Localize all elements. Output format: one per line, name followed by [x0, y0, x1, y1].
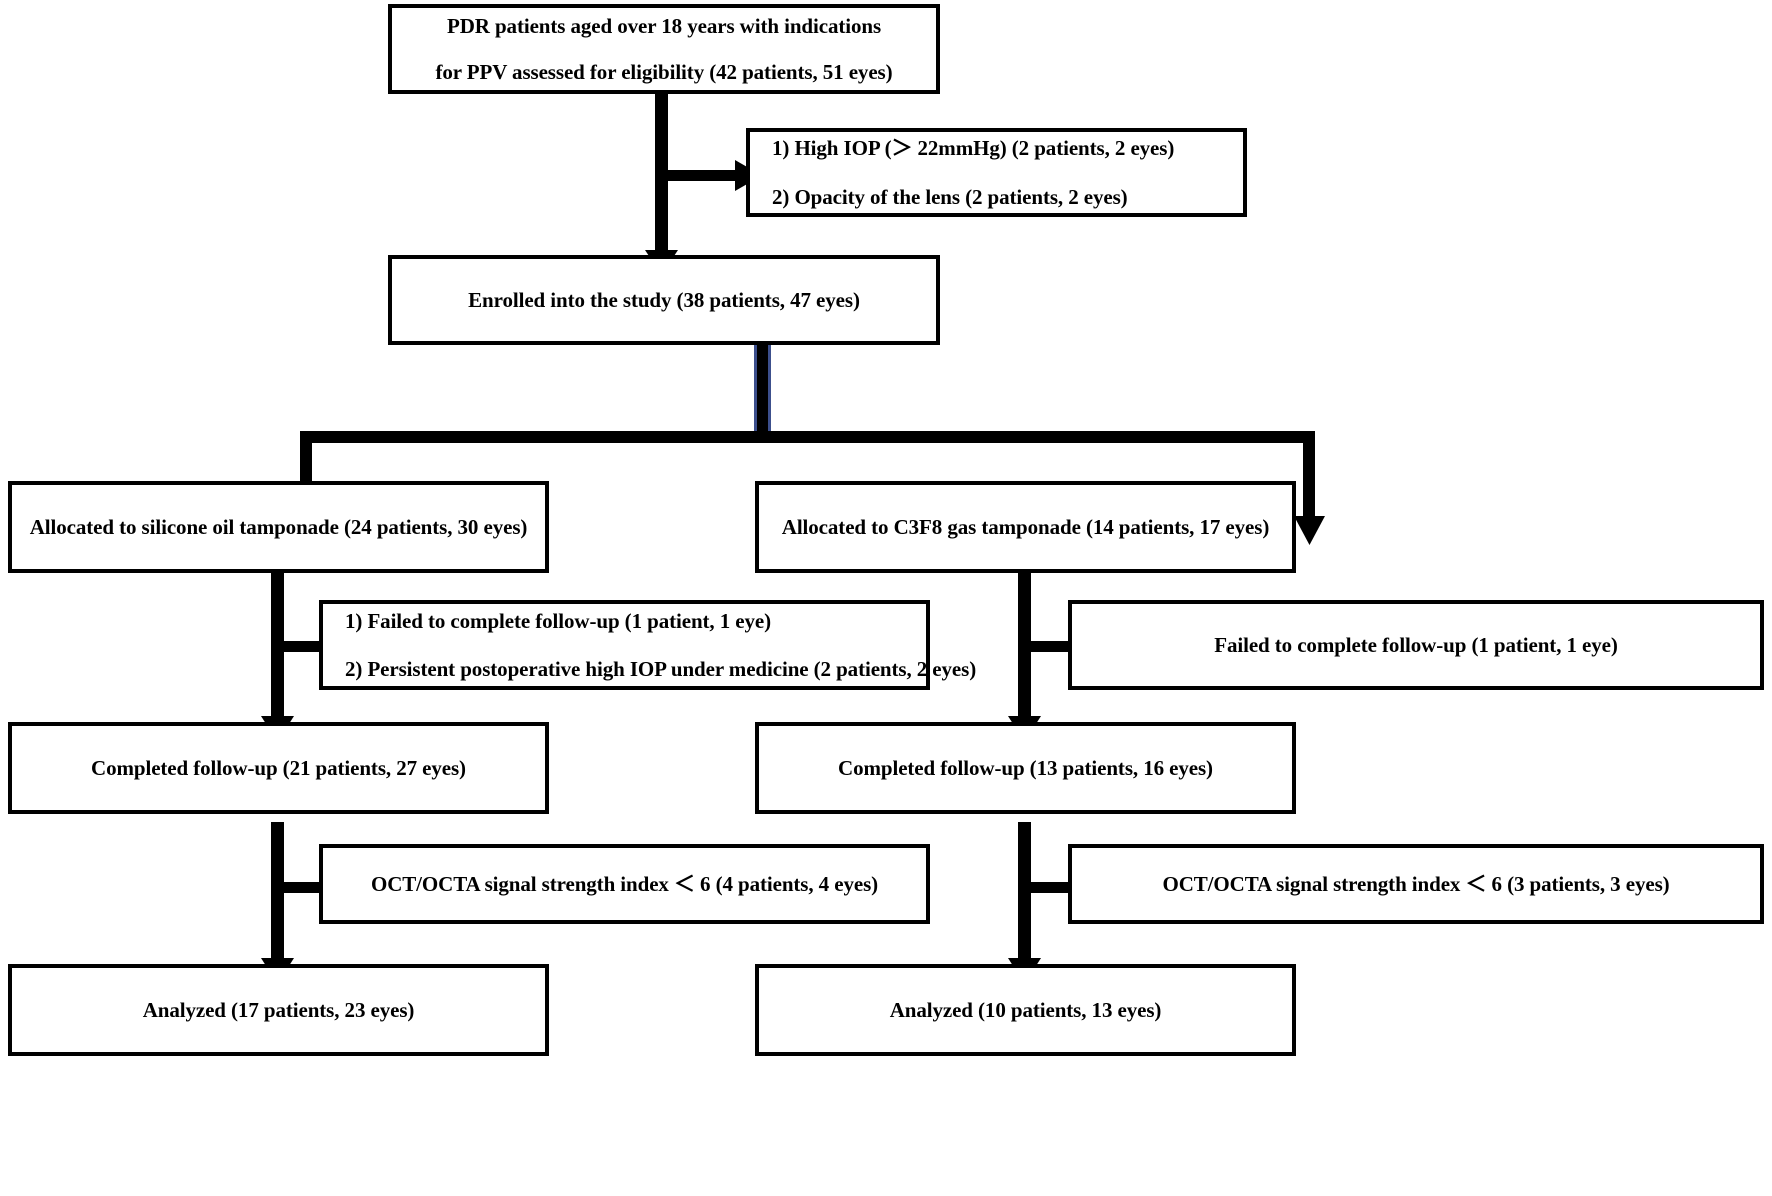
analyzed-c3f8-gas-label: Analyzed (10 patients, 13 eyes) [889, 997, 1162, 1022]
excluded-box: 1) High IOP (＞ 22mmHg) (2 patients, 2 ey… [746, 128, 1247, 217]
completed-followup-silicone-oil-label: Completed follow-up (21 patients, 27 eye… [91, 755, 466, 780]
lost-followup-c3f8-gas-label: Failed to complete follow-up (1 patient,… [1214, 632, 1618, 657]
eligibility-line-1: PDR patients aged over 18 years with ind… [446, 13, 882, 38]
completed-followup-c3f8-gas-label: Completed follow-up (13 patients, 16 eye… [838, 755, 1213, 780]
analyzed-silicone-oil-label: Analyzed (17 patients, 23 eyes) [142, 997, 415, 1022]
lost-followup-c3f8-gas-box: Failed to complete follow-up (1 patient,… [1068, 600, 1764, 690]
completed-followup-silicone-oil-box: Completed follow-up (21 patients, 27 eye… [8, 722, 549, 814]
lost-followup-silicone-oil-line-2: 2) Persistent postoperative high IOP und… [345, 657, 977, 681]
eligibility-box: PDR patients aged over 18 years with ind… [388, 4, 940, 94]
completed-followup-c3f8-gas-box: Completed follow-up (13 patients, 16 eye… [755, 722, 1296, 814]
enrolled-box: Enrolled into the study (38 patients, 47… [388, 255, 940, 345]
allocated-silicone-oil-box: Allocated to silicone oil tamponade (24 … [8, 481, 549, 573]
excluded-signal-strength-silicone-oil-label: OCT/OCTA signal strength index ＜ 6 (4 pa… [370, 871, 879, 896]
analyzed-silicone-oil-box: Analyzed (17 patients, 23 eyes) [8, 964, 549, 1056]
enrolled-label: Enrolled into the study (38 patients, 47… [468, 287, 860, 312]
excluded-signal-strength-silicone-oil-box: OCT/OCTA signal strength index ＜ 6 (4 pa… [319, 844, 930, 924]
excluded-signal-strength-c3f8-gas-box: OCT/OCTA signal strength index ＜ 6 (3 pa… [1068, 844, 1764, 924]
allocated-c3f8-gas-box: Allocated to C3F8 gas tamponade (14 pati… [755, 481, 1296, 573]
lost-followup-silicone-oil-box: 1) Failed to complete follow-up (1 patie… [319, 600, 976, 690]
excluded-line-1: 1) High IOP (＞ 22mmHg) (2 patients, 2 ey… [772, 136, 1175, 161]
analyzed-c3f8-gas-box: Analyzed (10 patients, 13 eyes) [755, 964, 1296, 1056]
eligibility-line-2: for PPV assessed for eligibility (42 pat… [435, 60, 893, 84]
excluded-signal-strength-c3f8-gas-label: OCT/OCTA signal strength index ＜ 6 (3 pa… [1162, 871, 1670, 896]
connector-eligibility-to-enrolled [645, 92, 678, 275]
connector-enrolled-to-split [754, 344, 771, 440]
allocated-c3f8-gas-label: Allocated to C3F8 gas tamponade (14 pati… [781, 514, 1270, 539]
excluded-line-2: 2) Opacity of the lens (2 patients, 2 ey… [772, 184, 1128, 209]
allocated-silicone-oil-label: Allocated to silicone oil tamponade (24 … [29, 514, 528, 539]
lost-followup-silicone-oil-line-1: 1) Failed to complete follow-up (1 patie… [345, 608, 772, 633]
